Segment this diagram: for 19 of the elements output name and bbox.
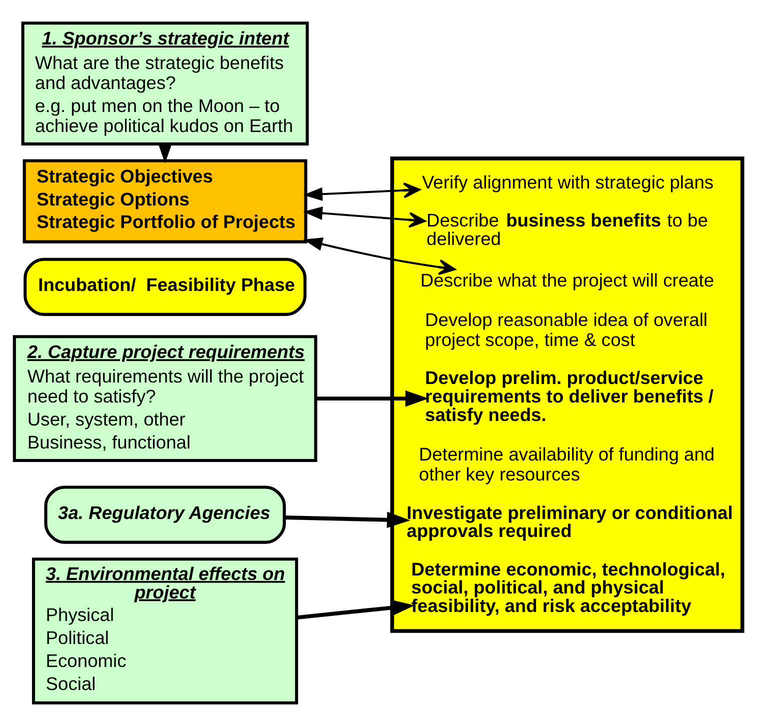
arrow — [316, 390, 429, 407]
node-box: Strategic Objectives Strategic Options Strategic Portfolio of Projects — [22, 159, 308, 244]
node-text: Investigate preliminary or conditional approvals required — [406, 502, 733, 542]
node-text: Develop reasonable idea of overall project scope, time & cost — [425, 309, 708, 350]
arrow — [303, 206, 426, 228]
arrow — [284, 512, 410, 528]
node-text: Describe business benefits to be delivered — [426, 210, 708, 250]
arrow — [296, 600, 415, 620]
node-text: Determine availability of funding and other key resources — [418, 444, 715, 485]
node-box: 2. Capture project requirements What requirements will the project need to satisfy? User, system, other Business, functional — [12, 335, 318, 462]
node-box: 3a. Regulatory Agencies — [44, 486, 286, 544]
node-text: Describe what the project will create — [420, 269, 714, 290]
node-text: Develop prelim. product/service requirements to deliver benefits / satisfy needs. — [425, 367, 714, 425]
arrow — [303, 238, 456, 275]
arrow — [303, 182, 420, 201]
node-box: 3. Environmental effects on project Physical Political Economic Social — [32, 558, 298, 704]
node-text: Determine economic, technological, social, political, and physical feasibility, and risk acceptability — [411, 558, 726, 616]
node-box: Incubation/ Feasibility Phase — [24, 258, 306, 316]
node-text: Verify alignment with strategic plans — [422, 171, 714, 192]
